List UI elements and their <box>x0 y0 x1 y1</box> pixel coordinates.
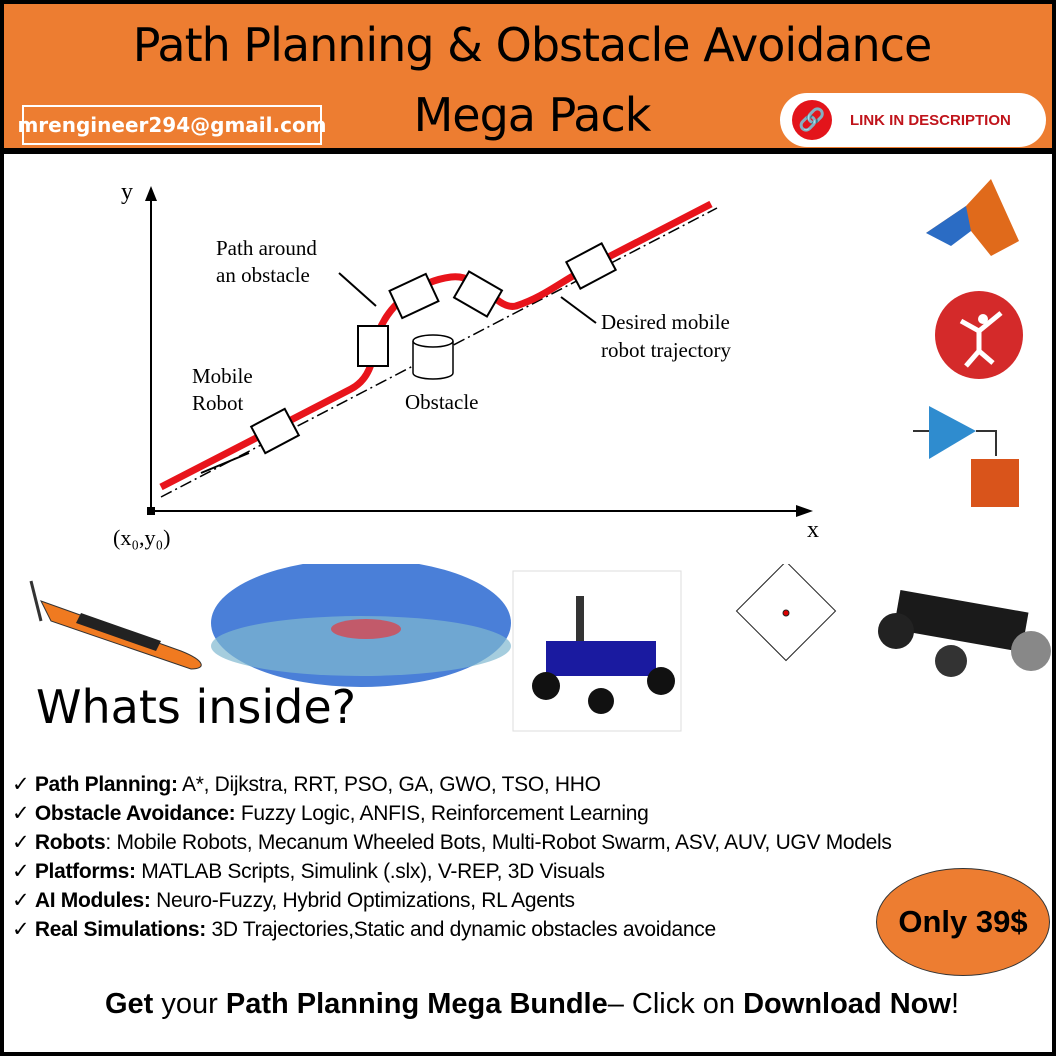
check-icon: ✓ <box>12 773 30 796</box>
title-line-2: Mega Pack <box>413 88 652 142</box>
feature-text: A*, Dijkstra, RRT, PSO, GA, GWO, TSO, HH… <box>177 773 601 796</box>
feature-text: 3D Trajectories,Static and dynamic obsta… <box>205 918 716 941</box>
feature-item: ✓ AI Modules: Neuro-Fuzzy, Hybrid Optimi… <box>12 886 892 915</box>
origin-label: (x₀,y₀) <box>113 525 171 550</box>
check-icon: ✓ <box>12 889 30 912</box>
robot-2 <box>357 325 389 367</box>
feature-item: ✓ Obstacle Avoidance: Fuzzy Logic, ANFIS… <box>12 799 892 828</box>
robot-images <box>29 564 1051 732</box>
y-arrow-icon <box>145 186 157 201</box>
feature-item: ✓ Robots: Mobile Robots, Mecanum Wheeled… <box>12 828 892 857</box>
feature-label: Real Simulations: <box>34 918 206 941</box>
check-icon: ✓ <box>12 860 30 883</box>
robot-1 <box>249 407 301 455</box>
title-line-1: Path Planning & Obstacle Avoidance <box>132 18 933 72</box>
link-in-description-button[interactable]: 🔗 LINK IN DESCRIPTION <box>780 93 1046 147</box>
feature-item: ✓ Path Planning: A*, Dijkstra, RRT, PSO,… <box>12 770 892 799</box>
feature-list: ✓ Path Planning: A*, Dijkstra, RRT, PSO,… <box>12 770 892 944</box>
x-label: x <box>807 517 819 543</box>
cta-part: Get <box>104 988 154 1020</box>
matlab-logo-icon <box>926 179 1019 256</box>
header: Path Planning & Obstacle Avoidance Mega … <box>4 4 1052 154</box>
cta-part: – Click on <box>607 988 744 1020</box>
robot-label-2: Robot <box>192 391 244 415</box>
price-badge: Only 39$ <box>876 868 1050 976</box>
mecanum-robot-image <box>878 590 1051 677</box>
cta-part: ! <box>950 988 959 1020</box>
dancer-logo-icon <box>935 291 1023 379</box>
link-icon: 🔗 <box>792 100 832 140</box>
path-label-2: an obstacle <box>216 263 310 287</box>
obstacle-label: Obstacle <box>405 390 478 414</box>
feature-label: Obstacle Avoidance: <box>34 802 236 825</box>
poster: Path Planning & Obstacle Avoidance Mega … <box>3 3 1053 1053</box>
trajectory-label-1: Desired mobile <box>601 310 730 334</box>
cta-part: your <box>153 988 226 1020</box>
path-diagram: y x (x₀,y₀) Path around an obstacle Mobi… <box>113 179 1023 550</box>
feature-text: Fuzzy Logic, ANFIS, Reinforcement Learni… <box>235 802 649 825</box>
email-box: mrengineer294@gmail.com <box>17 105 327 145</box>
feature-label: Platforms: <box>34 860 136 883</box>
robot-3 <box>388 272 440 320</box>
robot-schematic-image <box>735 564 837 662</box>
feature-label: Path Planning: <box>34 773 178 796</box>
x-arrow-icon <box>796 505 813 517</box>
feature-label: AI Modules: <box>34 889 151 912</box>
cta-part: Path Planning Mega Bundle <box>225 988 608 1020</box>
check-icon: ✓ <box>12 918 30 941</box>
feature-label: Robots <box>34 831 106 854</box>
y-label: y <box>121 179 133 205</box>
auv-image <box>29 580 202 670</box>
whats-inside-heading: Whats inside? <box>36 680 357 734</box>
robot-5 <box>564 242 618 290</box>
robot-4 <box>452 270 504 318</box>
obstacle <box>412 334 454 380</box>
cta-part: Download Now <box>743 988 951 1020</box>
path-label-1: Path around <box>216 236 317 260</box>
simulink-logo-icon <box>913 406 1019 507</box>
trajectory-label-2: robot trajectory <box>601 338 732 362</box>
feature-text: : Mobile Robots, Mecanum Wheeled Bots, M… <box>105 831 892 854</box>
feature-item: ✓ Real Simulations: 3D Trajectories,Stat… <box>12 915 892 944</box>
feature-item: ✓ Platforms: MATLAB Scripts, Simulink (.… <box>12 857 892 886</box>
check-icon: ✓ <box>12 802 30 825</box>
ugv-3d-plot-image <box>512 570 682 732</box>
link-label: LINK IN DESCRIPTION <box>850 111 1011 129</box>
call-to-action: Get your Path Planning Mega Bundle– Clic… <box>4 988 1056 1021</box>
robot-label-1: Mobile <box>192 364 253 388</box>
feature-text: Neuro-Fuzzy, Hybrid Optimizations, RL Ag… <box>150 889 575 912</box>
feature-text: MATLAB Scripts, Simulink (.slx), V-REP, … <box>135 860 605 883</box>
check-icon: ✓ <box>12 831 30 854</box>
